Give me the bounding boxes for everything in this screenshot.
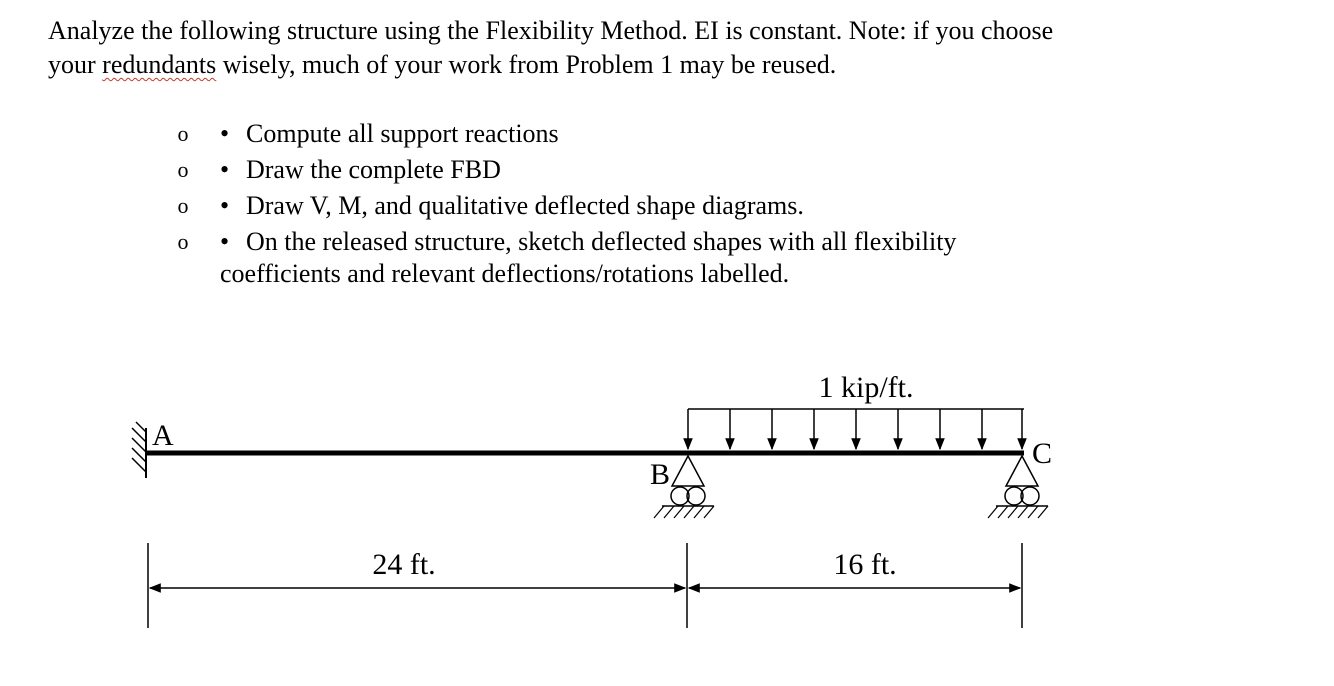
fixed-support-a bbox=[131, 421, 147, 478]
distributed-load bbox=[683, 408, 1027, 451]
bullet-dot: • bbox=[220, 227, 230, 256]
task-item-continuation: coefficients and relevant deflections/ro… bbox=[172, 260, 1072, 290]
span-label-ab: 24 ft. bbox=[372, 548, 435, 581]
task-text: Draw the complete FBD bbox=[246, 155, 501, 184]
bullet-dot: • bbox=[220, 119, 230, 148]
roller-support-c bbox=[987, 454, 1049, 519]
bullet-dot: • bbox=[220, 155, 230, 184]
node-label-b: B bbox=[650, 458, 670, 491]
problem-line-2: your redundants wisely, much of your wor… bbox=[48, 48, 1288, 82]
list-marker: o bbox=[177, 229, 189, 254]
task-text: Compute all support reactions bbox=[246, 119, 559, 148]
problem-line-2-start: your bbox=[48, 50, 103, 79]
problem-line-1: Analyze the following structure using th… bbox=[48, 16, 1054, 45]
list-marker: o bbox=[177, 121, 189, 146]
span-label-bc: 16 ft. bbox=[833, 548, 896, 581]
task-text: On the released structure, sketch deflec… bbox=[246, 227, 957, 256]
task-text: Draw V, M, and qualitative deflected sha… bbox=[246, 191, 804, 220]
task-item: o • Draw the complete FBD bbox=[172, 152, 1072, 188]
bullet-dot: • bbox=[220, 191, 230, 220]
list-marker: o bbox=[177, 193, 189, 218]
node-label-c: C bbox=[1032, 437, 1052, 470]
dimension-lines bbox=[147, 543, 1023, 628]
list-marker: o bbox=[177, 157, 189, 182]
load-label: 1 kip/ft. bbox=[819, 371, 914, 404]
task-item: o • Compute all support reactions bbox=[172, 116, 1072, 152]
spellcheck-marked-word: redundants bbox=[102, 50, 217, 79]
task-text-continuation: coefficients and relevant deflections/ro… bbox=[220, 259, 790, 288]
task-item: o • Draw V, M, and qualitative deflected… bbox=[172, 188, 1072, 224]
roller-support-b bbox=[653, 454, 715, 519]
node-label-a: A bbox=[152, 419, 174, 452]
task-item: o • On the released structure, sketch de… bbox=[172, 224, 1072, 260]
problem-line-2-end: wisely, much of your work from Problem 1… bbox=[216, 50, 837, 79]
task-list: o • Compute all support reactions o • Dr… bbox=[172, 116, 1072, 290]
problem-statement: Analyze the following structure using th… bbox=[48, 14, 1288, 82]
